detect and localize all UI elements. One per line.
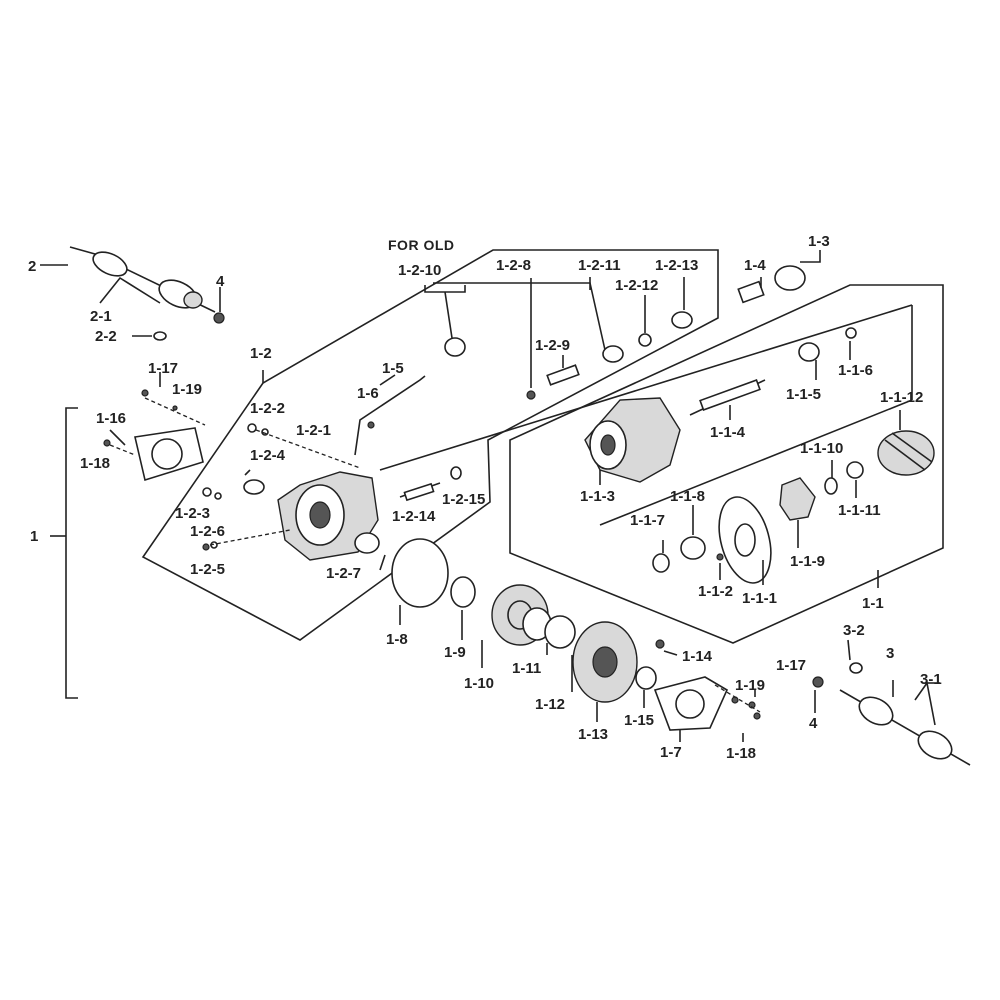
label-1-18-right: 1-18 xyxy=(726,745,757,762)
label-1-1-11: 1-1-11 xyxy=(838,502,881,519)
label-1-17-left: 1-17 xyxy=(148,360,179,377)
drive-shaft-right xyxy=(812,662,971,766)
drive-shaft-left xyxy=(40,246,225,341)
label-1-1-2: 1-1-2 xyxy=(698,583,734,600)
label-2: 2 xyxy=(28,258,37,275)
label-1-2-14: 1-2-14 xyxy=(392,508,436,525)
flange-plate-left xyxy=(103,389,206,482)
label-1-1-1: 1-1-1 xyxy=(742,590,778,607)
label-1-1: 1-1 xyxy=(862,595,884,612)
label-1-1-5: 1-1-5 xyxy=(786,386,822,403)
label-1-2-4: 1-2-4 xyxy=(250,447,286,464)
label-1-10: 1-10 xyxy=(464,675,495,692)
label-1-5: 1-5 xyxy=(382,360,404,377)
label-1-8: 1-8 xyxy=(386,631,408,648)
label-2-1: 2-1 xyxy=(90,308,112,325)
label-1-19-left: 1-19 xyxy=(172,381,203,398)
label-1-1-6: 1-1-6 xyxy=(838,362,874,379)
label-1-2-5: 1-2-5 xyxy=(190,561,226,578)
label-1-11: 1-11 xyxy=(512,660,542,677)
output-housing-assembly xyxy=(584,327,935,584)
label-1-1-12: 1-1-12 xyxy=(880,389,924,406)
label-4-right: 4 xyxy=(809,715,818,732)
label-1-1-3: 1-1-3 xyxy=(580,488,616,505)
label-1-2-1: 1-2-1 xyxy=(296,422,332,439)
label-1-1-8: 1-1-8 xyxy=(670,488,706,505)
label-1-12: 1-12 xyxy=(535,696,566,713)
label-1-2-8: 1-2-8 xyxy=(496,257,532,274)
label-1-2-9: 1-2-9 xyxy=(535,337,571,354)
label-1-16: 1-16 xyxy=(96,410,127,427)
group-1-1-outline xyxy=(509,284,944,644)
label-1-18-left: 1-18 xyxy=(80,455,111,472)
label-4-left: 4 xyxy=(216,273,225,290)
label-1-1-9: 1-1-9 xyxy=(790,553,826,570)
note-for-old: FOR OLD xyxy=(388,237,455,253)
label-1-3: 1-3 xyxy=(808,233,830,250)
label-1-2: 1-2 xyxy=(250,345,272,362)
label-1-2-7: 1-2-7 xyxy=(326,565,362,582)
label-1-2-3: 1-2-3 xyxy=(175,505,211,522)
label-1-4: 1-4 xyxy=(744,257,766,274)
ring-gear-parts xyxy=(391,538,761,731)
label-1-2-6: 1-2-6 xyxy=(190,523,226,540)
label-1: 1 xyxy=(30,528,39,545)
label-1-2-12: 1-2-12 xyxy=(615,277,659,294)
label-1-7: 1-7 xyxy=(660,744,682,761)
label-1-1-10: 1-1-10 xyxy=(800,440,844,457)
label-3: 3 xyxy=(886,645,895,662)
label-1-2-15: 1-2-15 xyxy=(442,491,486,508)
label-1-2-10: 1-2-10 xyxy=(398,262,442,279)
label-1-2-13: 1-2-13 xyxy=(655,257,699,274)
label-1-2-11: 1-2-11 xyxy=(578,257,621,274)
leader-lines xyxy=(109,277,940,742)
label-1-15: 1-15 xyxy=(624,712,655,729)
label-3-1: 3-1 xyxy=(920,671,942,688)
label-1-6: 1-6 xyxy=(357,385,379,402)
gear-case-inner-parts xyxy=(444,311,693,400)
label-2-2: 2-2 xyxy=(95,328,117,345)
label-1-9: 1-9 xyxy=(444,644,466,661)
group-outlines xyxy=(50,249,944,699)
label-1-2-2: 1-2-2 xyxy=(250,400,286,417)
label-1-14: 1-14 xyxy=(682,648,713,665)
label-1-1-4: 1-1-4 xyxy=(710,424,746,441)
label-1-13: 1-13 xyxy=(578,726,609,743)
label-3-2: 3-2 xyxy=(843,622,865,639)
label-1-19-right: 1-19 xyxy=(735,677,766,694)
group-1-bracket xyxy=(65,407,78,699)
label-1-1-7: 1-1-7 xyxy=(630,512,666,529)
sleeve-and-oring xyxy=(737,265,806,304)
gear-case-housing xyxy=(202,375,462,561)
group-1-2-outline xyxy=(141,249,719,641)
label-1-17-right: 1-17 xyxy=(776,657,807,674)
